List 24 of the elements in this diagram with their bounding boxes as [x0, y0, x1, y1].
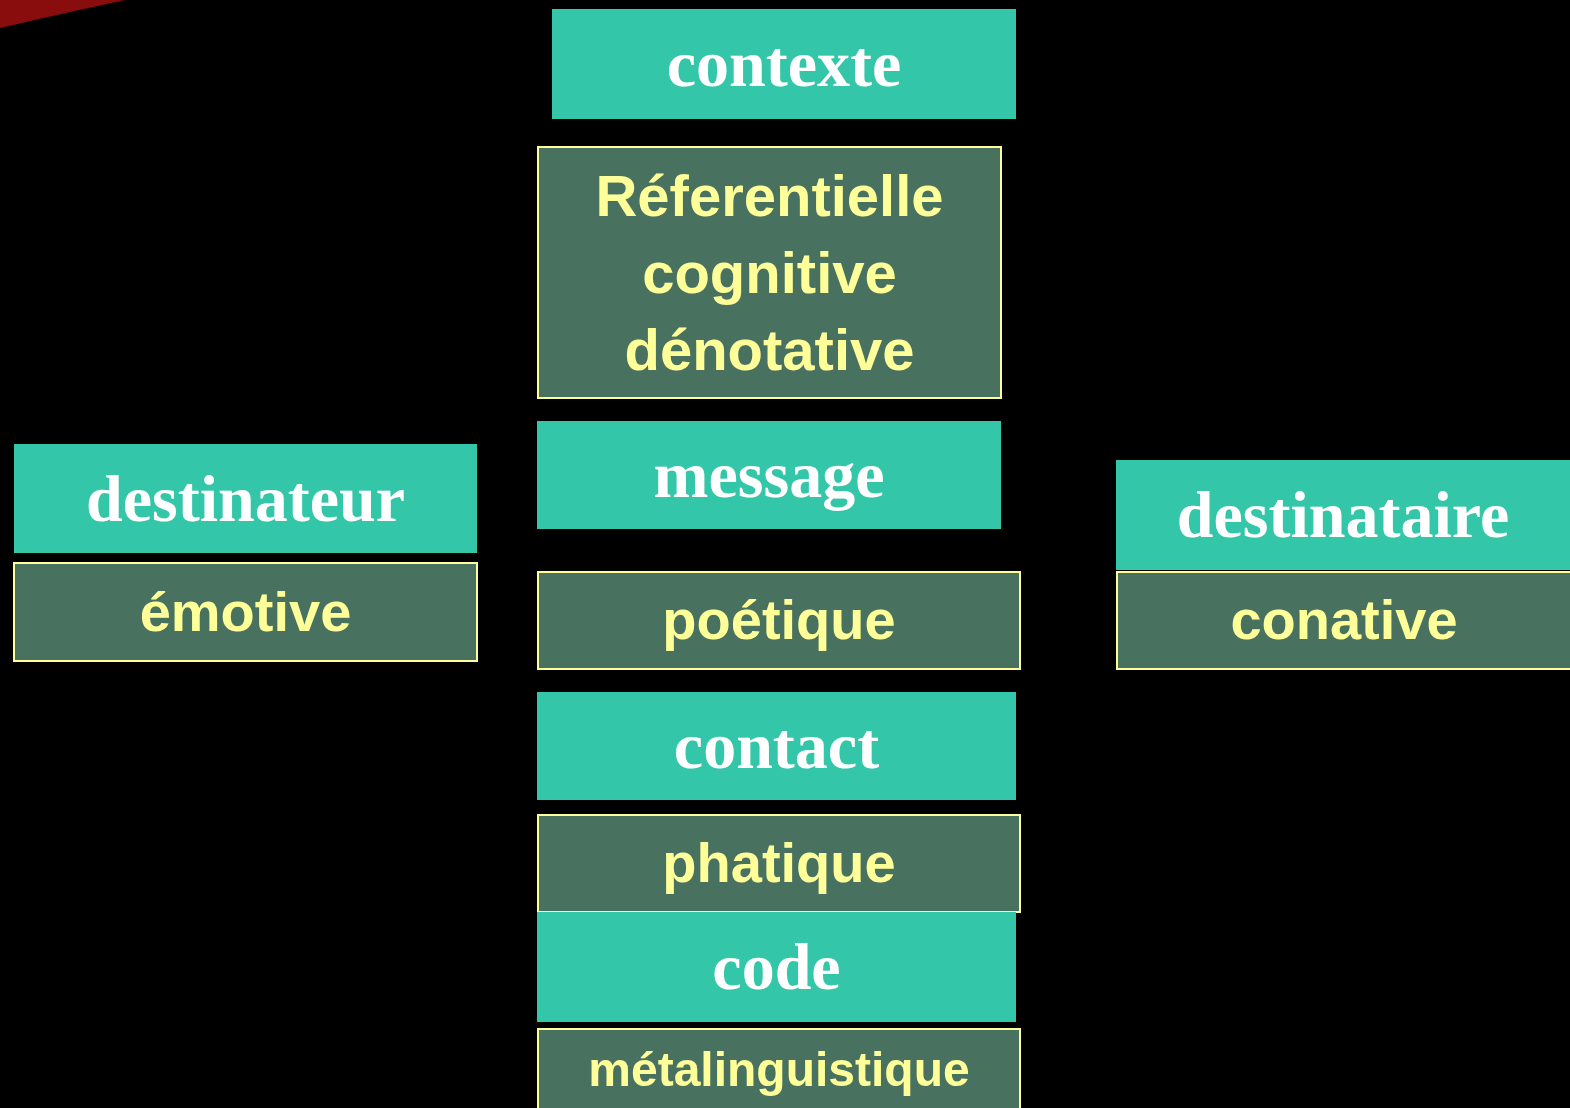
- box-label: destinateur: [86, 460, 405, 537]
- box-label: contexte: [666, 26, 902, 102]
- function-box: [1116, 571, 1570, 670]
- box-label: poétique: [662, 588, 896, 653]
- element-box: [552, 9, 1016, 119]
- function-box: [13, 562, 478, 662]
- box-label: code: [712, 929, 841, 1005]
- box-label: conative: [1230, 588, 1458, 653]
- element-box: [537, 421, 1001, 529]
- function-box: [537, 571, 1021, 670]
- box-label: Réferentielle cognitive dénotative: [594, 161, 945, 385]
- box-label: message: [653, 437, 885, 513]
- element-box: [537, 912, 1016, 1022]
- function-box: [537, 146, 1002, 399]
- element-box: [1116, 460, 1570, 570]
- box-label: destinataire: [1176, 477, 1510, 553]
- box-label: contact: [673, 708, 880, 784]
- box-label: métalinguistique: [588, 1042, 970, 1098]
- element-box: [537, 692, 1016, 800]
- element-box: [14, 444, 477, 553]
- function-box: [537, 1028, 1021, 1108]
- function-box: [537, 814, 1021, 913]
- box-label: émotive: [139, 579, 352, 645]
- box-label: phatique: [662, 831, 896, 896]
